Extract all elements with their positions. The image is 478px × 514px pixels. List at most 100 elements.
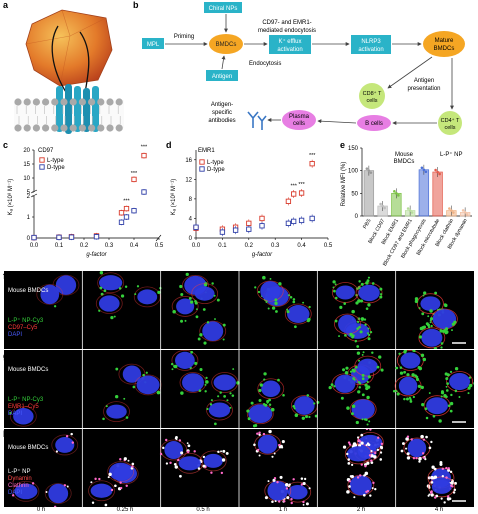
nanoparticle-signal — [197, 337, 201, 341]
data-point — [193, 224, 199, 230]
nanoparticle-signal — [402, 442, 405, 445]
cell-nucleus — [335, 285, 355, 300]
clathrin-signal — [11, 494, 15, 497]
nanoparticle-signal — [271, 306, 276, 310]
clathrin-signal — [53, 505, 57, 507]
clathrin-signal — [348, 443, 352, 446]
nanoparticle-signal — [405, 437, 409, 441]
nanoparticle-signal — [223, 395, 226, 398]
lipid-head — [51, 124, 59, 132]
row-g-title: Mouse BMDCs — [8, 367, 49, 373]
data-point — [141, 189, 147, 195]
cell-nucleus — [176, 298, 195, 315]
nlrp3-box — [351, 35, 391, 54]
clathrin-signal — [422, 438, 426, 441]
nanoparticle-signal — [263, 378, 266, 381]
mature-bmdcs-line1: Mature — [435, 38, 454, 44]
nanoparticle-signal — [418, 335, 422, 339]
clathrin-signal — [119, 486, 123, 490]
bmdcs-label: BMDCs — [216, 42, 237, 48]
time-label-2: 0.5 h — [196, 507, 210, 513]
nanoparticle-signal — [430, 480, 434, 484]
replicate-point — [406, 207, 410, 210]
cell-membrane — [356, 431, 384, 453]
antibodies-line1: Antigen- — [211, 102, 233, 108]
y-tick-label: 4 — [189, 216, 193, 222]
nanoparticle-signal — [254, 424, 258, 427]
x-tick-label: 0.0 — [192, 243, 201, 249]
nanoparticle-signal — [262, 275, 266, 280]
nanoparticle-signal — [294, 413, 299, 418]
clathrin-signal — [119, 481, 122, 484]
cell-membrane — [44, 483, 72, 504]
clathrin-signal — [365, 429, 369, 431]
clathrin-signal — [193, 450, 196, 453]
cell-membrane — [52, 274, 80, 296]
nanoparticle-signal — [204, 383, 207, 386]
nanoparticle-signal — [286, 496, 290, 500]
nanoparticle-signal — [425, 435, 428, 439]
nanoparticle-signal — [376, 365, 380, 369]
row-g-label-emr1: EMR1–Cy5 — [8, 404, 39, 410]
legend-np-label: L-P⁺ NP — [440, 151, 463, 158]
nanoparticle-signal — [279, 475, 283, 479]
nanoparticle-signal — [358, 280, 361, 283]
nanoparticle-signal — [308, 487, 311, 490]
nanoparticle-signal — [363, 318, 367, 321]
nanoparticle-signal — [467, 386, 471, 390]
cell-nucleus — [261, 380, 281, 398]
nanoparticle-signal — [247, 417, 251, 421]
legend-label: D-type — [47, 165, 65, 171]
nanoparticle-signal — [123, 397, 126, 400]
nanoparticle-signal — [286, 310, 290, 314]
replicate-point — [448, 207, 451, 210]
clathrin-signal — [278, 443, 281, 447]
nanoparticle-signal — [253, 443, 256, 447]
lipid-head — [42, 124, 50, 132]
nanoparticle-signal — [443, 393, 447, 398]
replicate-point — [424, 170, 428, 174]
cd8-node — [359, 83, 385, 109]
nanoparticle-signal — [374, 487, 377, 491]
data-point — [291, 191, 297, 197]
nanoparticle-signal — [371, 282, 375, 285]
data-point — [123, 214, 130, 220]
replicate-point — [461, 209, 465, 212]
nanoparticle-signal — [118, 287, 122, 290]
nanoparticle-signal — [257, 290, 261, 294]
cell-membrane — [257, 378, 285, 400]
nanoparticle-signal — [405, 397, 409, 401]
nanoparticle-signal — [346, 452, 349, 456]
nanoparticle-signal — [250, 401, 254, 405]
replicate-point — [383, 206, 386, 210]
clathrin-signal — [441, 467, 445, 471]
micrograph-row-f — [4, 271, 474, 349]
nanoparticle-signal — [217, 395, 220, 398]
nanoparticle-signal — [104, 503, 108, 507]
nanoparticle-signal — [115, 395, 119, 399]
row-f-title: Mouse BMDCs — [8, 288, 49, 294]
legend-label: L-type — [207, 160, 224, 166]
cell-nucleus — [357, 358, 378, 374]
clathrin-signal — [370, 459, 373, 462]
significance-label: *** — [123, 198, 130, 204]
x-tick-label: 0.3 — [105, 243, 114, 249]
nanoparticle-signal — [440, 346, 443, 349]
nanoparticle-signal — [229, 392, 232, 395]
nanoparticle-signal — [277, 378, 280, 382]
lipid-head — [69, 124, 77, 132]
nanoparticle-signal — [367, 337, 371, 341]
nanoparticle-signal — [357, 390, 361, 394]
nanoparticle-signal — [412, 350, 416, 352]
cell-nucleus — [98, 295, 120, 312]
lipid-head — [78, 98, 86, 106]
nanoparticle-signal — [165, 462, 169, 465]
panel-letter-a: a — [3, 0, 9, 10]
replicate-point — [369, 171, 373, 174]
nanoparticle-signal — [454, 389, 458, 393]
nanoparticle-signal — [338, 335, 340, 338]
nanoparticle-signal — [351, 404, 356, 409]
antigen-presentation-line1: Antigen — [414, 78, 434, 84]
nanoparticle-signal — [358, 443, 362, 447]
